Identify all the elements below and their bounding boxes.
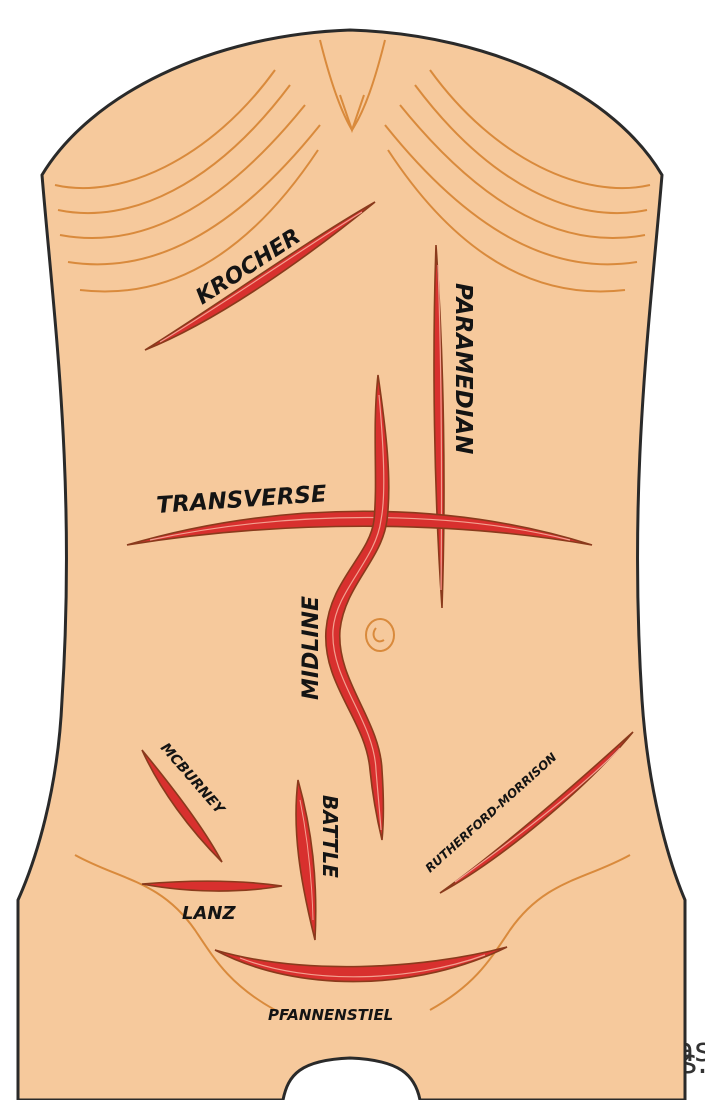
label-pfannenstiel: PFANNENSTIEL bbox=[268, 1006, 393, 1024]
label-midline: MIDLINE bbox=[299, 596, 324, 700]
torso-outline bbox=[18, 30, 685, 1100]
label-paramedian: PARAMEDIAN bbox=[450, 283, 476, 454]
label-lanz: LANZ bbox=[182, 903, 236, 924]
label-battle: BATTLE bbox=[318, 795, 342, 878]
